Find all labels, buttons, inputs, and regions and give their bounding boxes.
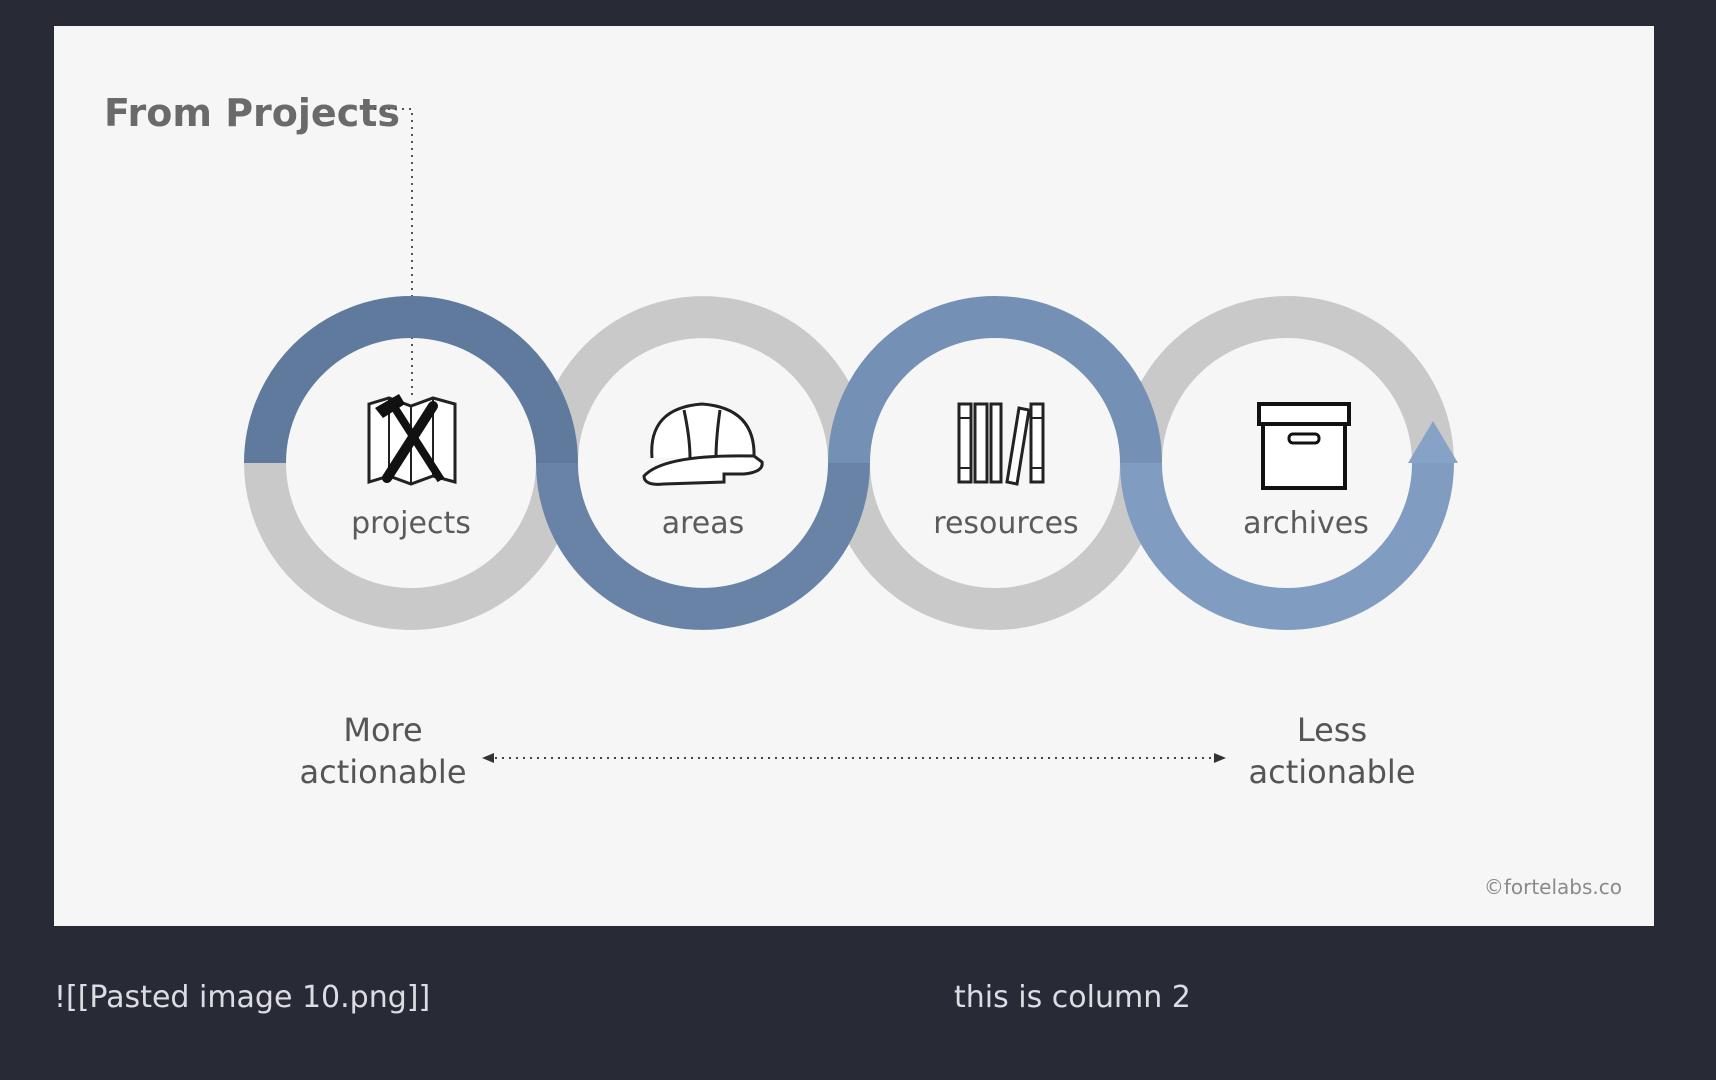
stage-label-areas: areas — [662, 506, 745, 541]
books-icon — [957, 402, 1045, 486]
stage-label-projects: projects — [351, 506, 471, 541]
more-actionable-line1: More — [343, 711, 422, 749]
blue-flow-path — [244, 296, 1458, 630]
heading-leader-line — [374, 108, 413, 398]
more-actionable-line2: actionable — [300, 753, 467, 791]
hard-hat-icon — [642, 402, 764, 486]
hammer-pencil-map-icon — [367, 394, 457, 486]
stage-label-resources: resources — [933, 506, 1078, 541]
embedded-image[interactable]: From Projects — [54, 26, 1654, 926]
para-diagram: From Projects — [104, 91, 1622, 899]
column-2-text[interactable]: this is column 2 — [954, 980, 1191, 1015]
image-credit: ©fortelabs.co — [1484, 875, 1622, 899]
flow-arrowhead — [1408, 421, 1458, 463]
stage-label-archives: archives — [1243, 506, 1369, 541]
less-actionable-line1: Less — [1297, 711, 1367, 749]
archive-box-icon — [1257, 402, 1351, 490]
actionability-arrow — [482, 753, 1226, 763]
grey-ring-segments — [244, 296, 1454, 630]
column-1-text[interactable]: ![[Pasted image 10.png]] — [54, 980, 431, 1015]
diagram-heading: From Projects — [104, 91, 400, 135]
less-actionable-line2: actionable — [1249, 753, 1416, 791]
